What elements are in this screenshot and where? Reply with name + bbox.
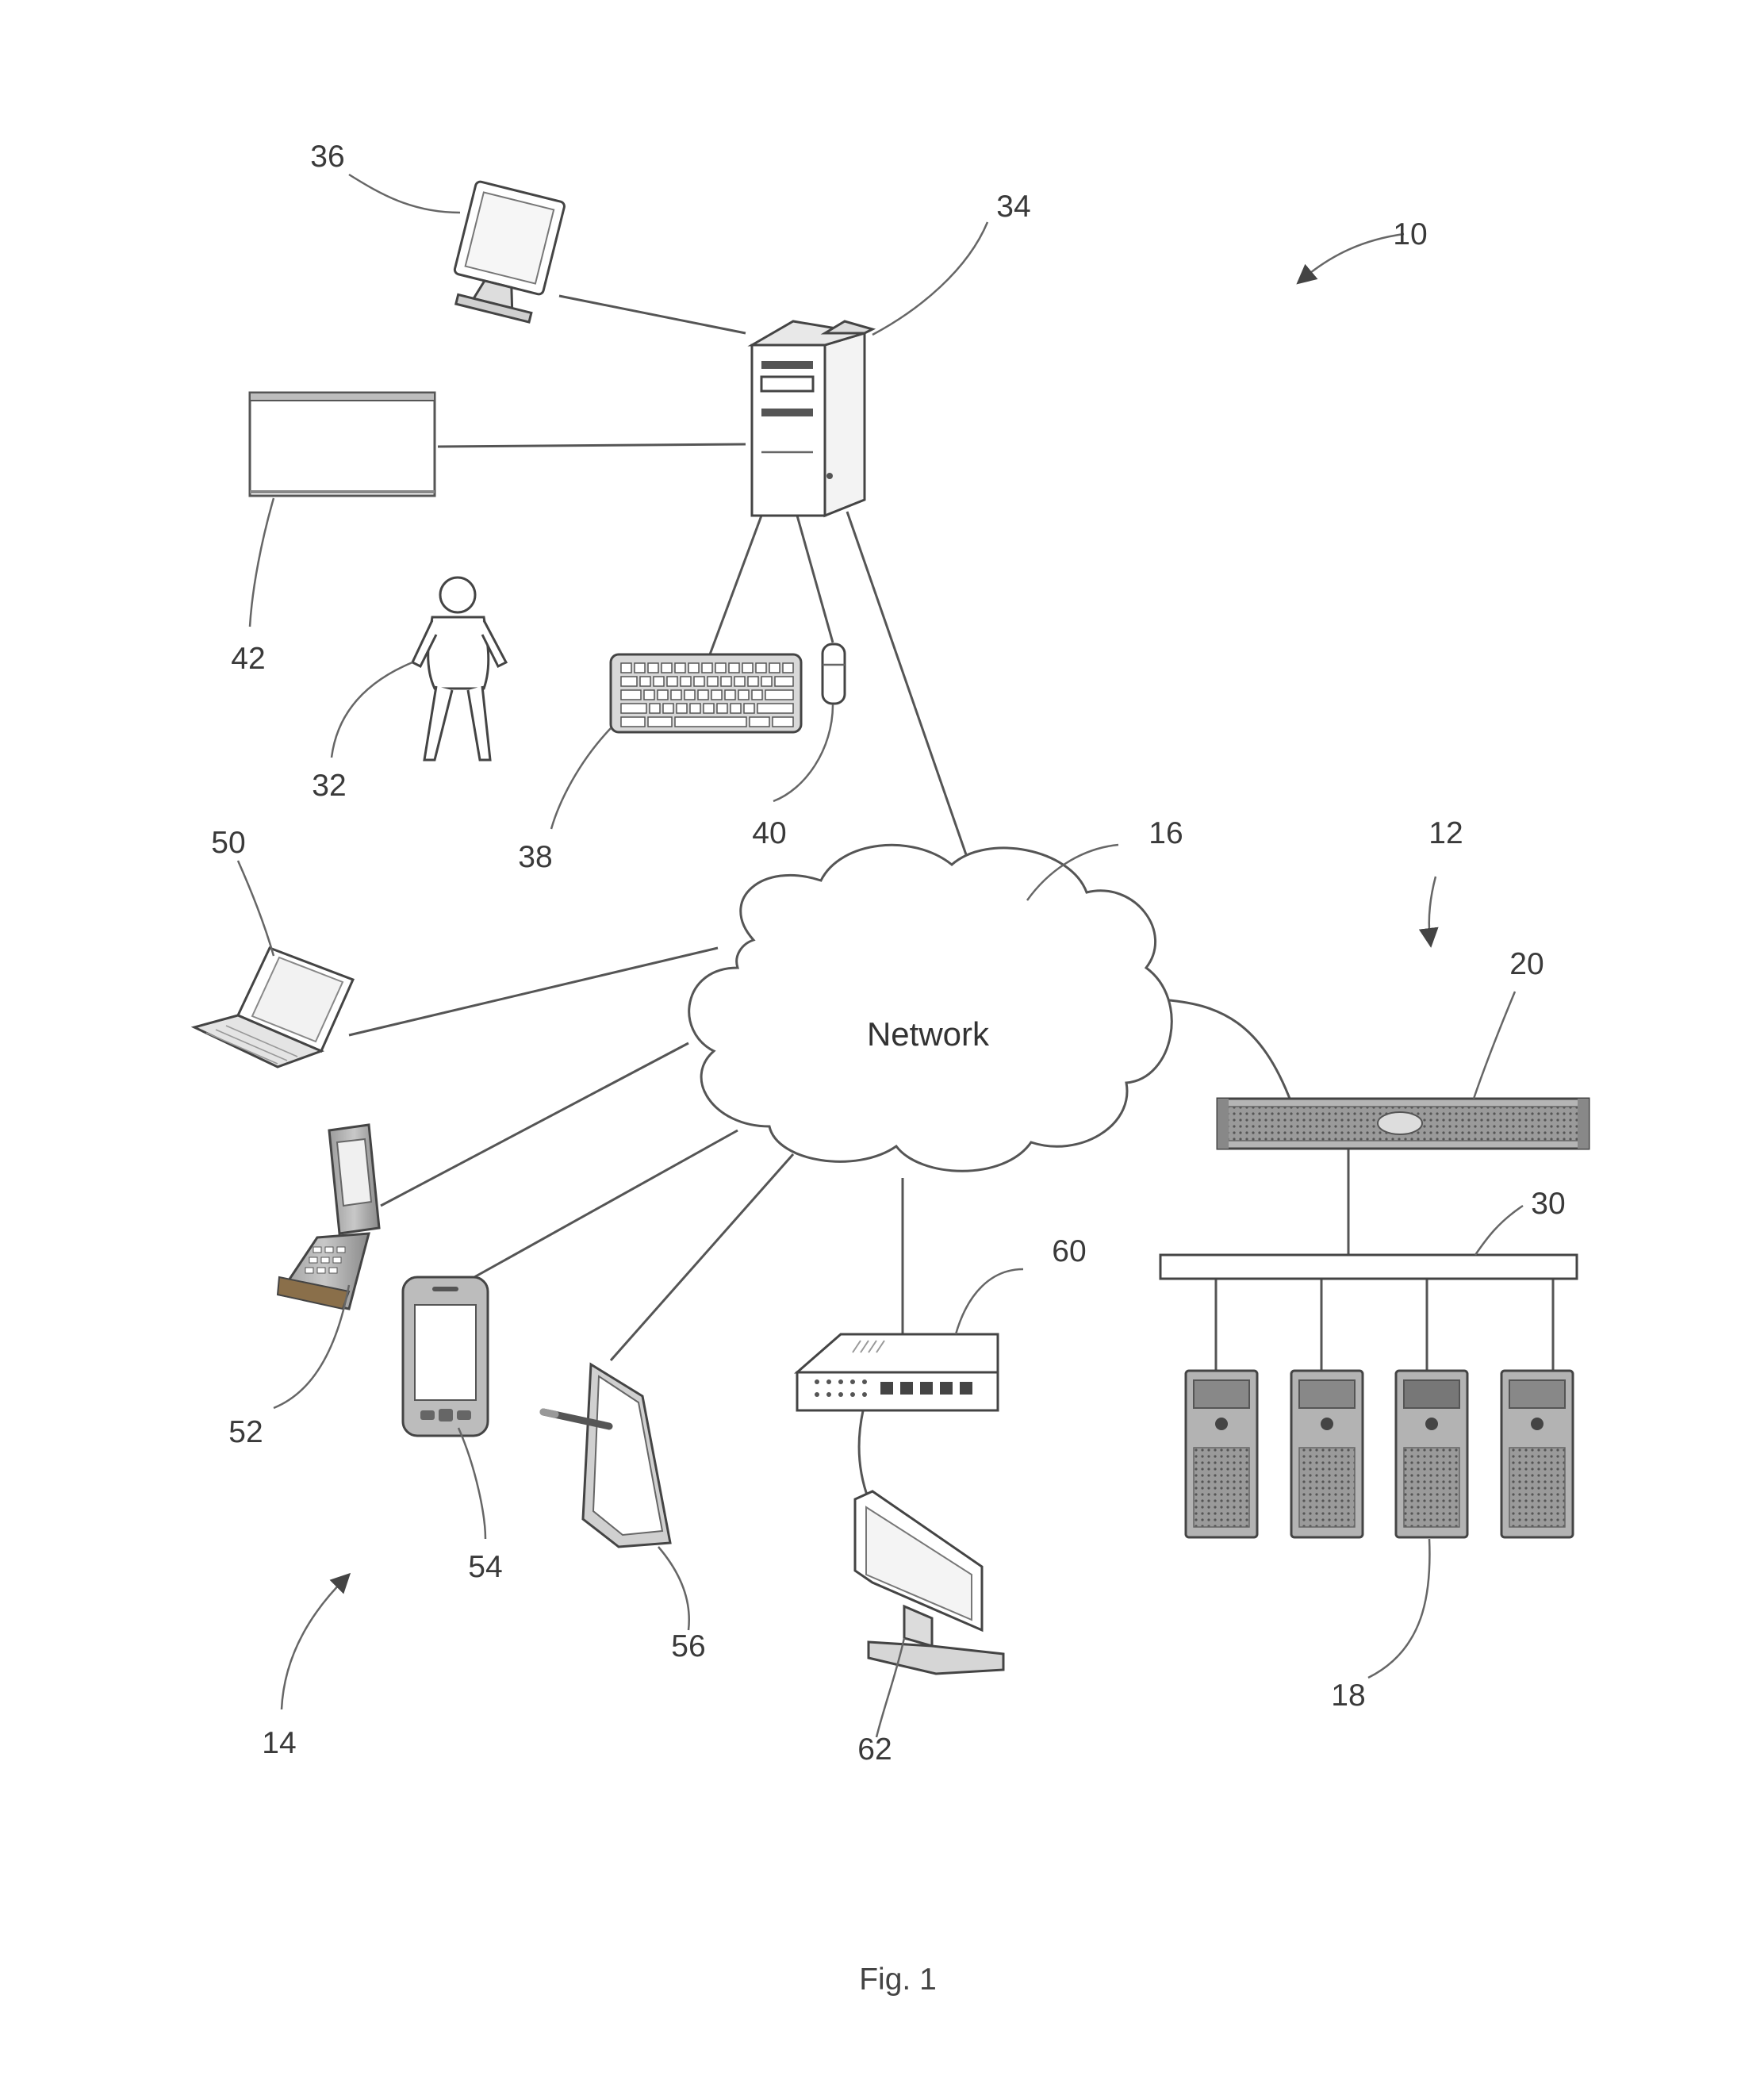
leader-20 [1474,992,1515,1099]
ref-30: 30 [1531,1187,1565,1221]
leader-32 [332,662,412,758]
ref-18: 18 [1331,1679,1365,1713]
ref-52: 52 [228,1415,263,1449]
keyboard-38 [611,654,801,732]
ref-12: 12 [1428,816,1463,850]
ref-14: 14 [262,1726,296,1760]
ref-62: 62 [857,1732,892,1767]
leader-34 [872,222,987,335]
server-node-3 [1396,1371,1467,1537]
server-node-2 [1291,1371,1363,1537]
ref-42: 42 [231,642,265,676]
network-cloud: Network [689,845,1172,1171]
arrow-14 [282,1579,345,1709]
mouse-40 [823,644,845,704]
link-workstation-36 [559,296,746,333]
ref-34: 34 [996,190,1030,224]
ref-16: 16 [1149,816,1183,850]
ref-32: 32 [312,769,346,803]
ref-56: 56 [671,1629,705,1663]
rack-server-20 [1218,1099,1589,1149]
network-label: Network [867,1015,990,1053]
arrow-12 [1429,877,1436,940]
laptop-50 [194,948,353,1067]
server-node-1 [1186,1371,1257,1537]
ref-50: 50 [211,826,245,860]
flip-phone-52 [278,1125,379,1309]
link-display-42 [438,444,746,447]
link-keyboard-38 [710,516,761,654]
leader-36 [349,175,460,213]
user-figure-32 [412,577,506,760]
link-server-network [847,512,982,900]
workstation-tower-34 [752,321,872,516]
ref-10: 10 [1393,217,1427,251]
link-smartphone-54 [460,1130,738,1285]
ref-54: 54 [468,1550,502,1584]
link-flipphone-52 [381,1043,688,1206]
leader-18 [1368,1539,1429,1678]
monitor-36 [447,181,566,324]
ref-20: 20 [1509,947,1544,981]
link-laptop-50 [349,948,718,1035]
arrow-10 [1302,234,1404,279]
tablet-56 [543,1364,670,1547]
leader-30 [1475,1206,1523,1255]
leader-38 [551,728,611,829]
server-node-4 [1501,1371,1573,1537]
ref-36: 36 [310,140,344,174]
link-mouse-40 [797,516,833,643]
leader-42 [250,498,274,627]
tv-monitor-62 [855,1491,1003,1674]
link-network-server-20 [1160,999,1291,1103]
smartphone-54 [403,1277,488,1436]
figure-caption: Fig. 1 [859,1962,937,1997]
display-window-42 [250,393,435,496]
ref-60: 60 [1052,1234,1086,1268]
ref-38: 38 [518,840,552,874]
network-switch-60 [797,1334,998,1410]
leader-60 [956,1269,1023,1334]
leader-56 [658,1547,689,1630]
ref-40: 40 [752,816,786,850]
bus-30 [1160,1255,1577,1279]
link-router-tv-62 [859,1404,869,1499]
leader-50 [238,861,274,956]
leader-54 [458,1428,485,1539]
